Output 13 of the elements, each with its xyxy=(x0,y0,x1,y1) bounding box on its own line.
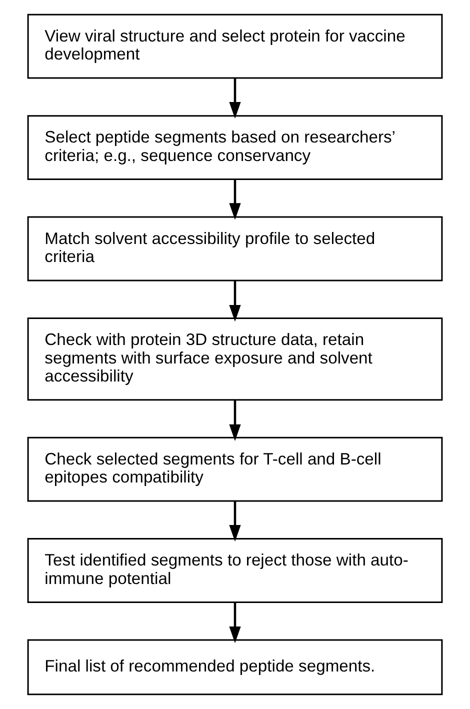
node-box: Match solvent accessibility profile to selected criteria xyxy=(27,216,443,282)
arrow xyxy=(229,78,241,119)
arrow xyxy=(229,501,241,542)
node-box: Final list of recommended peptide segments. xyxy=(27,639,443,696)
node-box: Select peptide segments based on researchers’ criteria; e.g., sequence conservancy xyxy=(27,115,443,180)
node-box: Check selected segments for T-cell and B-cell epitopes compatibility xyxy=(27,436,443,502)
node-box: View viral structure and select protein for vaccine development xyxy=(27,14,443,79)
arrow xyxy=(229,180,241,220)
arrow xyxy=(229,280,241,322)
arrow xyxy=(229,400,241,441)
arrow xyxy=(229,602,241,644)
node-box: Test identified segments to reject those with auto-immune potential xyxy=(27,538,443,603)
node-box: Check with protein 3D structure data, retain segments with surface exposure and solvent accessibility xyxy=(27,318,443,401)
